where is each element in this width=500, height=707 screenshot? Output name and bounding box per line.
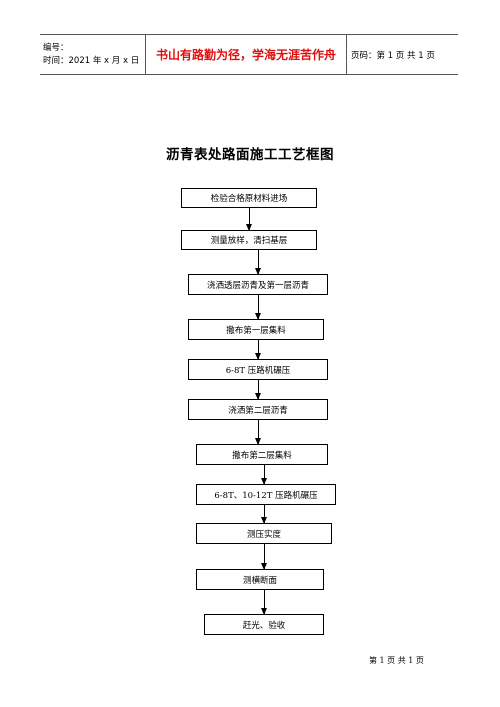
flow-arrow-3 [255,295,261,320]
flow-step-2: 测量放样，清扫基层 [181,230,317,250]
flow-arrow-7 [261,465,267,485]
flow-step-4: 撒布第一层集料 [188,319,324,340]
flow-arrow-1 [246,208,252,231]
flow-arrow-9 [261,544,267,570]
page-header: 编号： 时间：2021 年 x 月 x 日 书山有路勤为径，学海无涯苦作舟 页码… [40,34,458,75]
page-footer: 第 1 页 共 1 页 [369,656,424,665]
flow-arrow-4 [255,340,261,360]
doc-number: 编号： [43,42,69,53]
flow-arrow-6 [255,420,261,445]
flow-step-3: 浇洒透层沥青及第一层沥青 [188,274,328,295]
flow-arrow-2 [255,250,261,275]
flow-step-1: 检验合格原材料进场 [181,188,317,208]
flow-step-8: 6-8T、10-12T 压路机碾压 [196,484,336,505]
flow-arrow-10 [261,590,267,615]
header-motto: 书山有路勤为径，学海无涯苦作舟 [146,35,347,74]
header-info: 编号： 时间：2021 年 x 月 x 日 [40,35,146,74]
flow-step-9: 测压实度 [196,523,332,544]
flow-arrow-5 [255,380,261,400]
flow-arrow-8 [261,505,267,524]
header-page: 页码：第 1 页 共 1 页 [351,50,435,61]
doc-date: 时间：2021 年 x 月 x 日 [43,55,140,66]
flow-step-6: 浇洒第二层沥青 [188,399,328,420]
page-title: 沥青表处路面施工工艺框图 [166,147,334,163]
flow-step-7: 撒布第二层集料 [196,444,328,465]
flow-step-5: 6-8T 压路机碾压 [188,359,328,380]
flow-step-11: 赶光、验收 [204,614,324,635]
flow-step-10: 测横断面 [196,569,324,590]
